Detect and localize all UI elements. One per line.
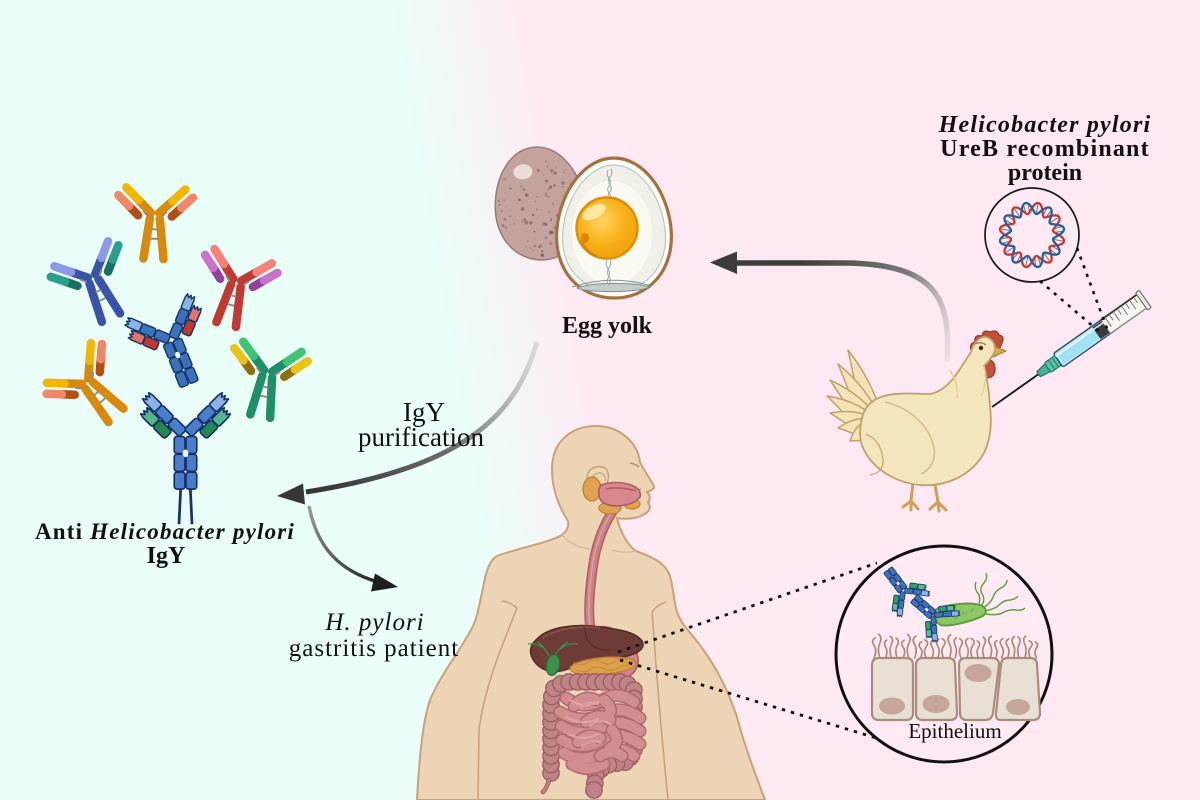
- svg-text:protein: protein: [1008, 160, 1082, 186]
- svg-text:Egg yolk: Egg yolk: [562, 313, 653, 339]
- svg-text:purification: purification: [358, 422, 484, 452]
- svg-text:H. pylori: H. pylori: [324, 609, 424, 636]
- svg-text:gastritis patient: gastritis patient: [289, 635, 459, 662]
- svg-text:Epithelium: Epithelium: [908, 719, 1001, 743]
- svg-text:Anti Helicobacter pylori: Anti Helicobacter pylori: [35, 519, 295, 544]
- svg-text:IgY: IgY: [147, 543, 186, 569]
- svg-text:Helicobacter pylori: Helicobacter pylori: [938, 112, 1152, 138]
- svg-text:UreB recombinant: UreB recombinant: [940, 136, 1150, 162]
- svg-text:IgY: IgY: [403, 397, 445, 427]
